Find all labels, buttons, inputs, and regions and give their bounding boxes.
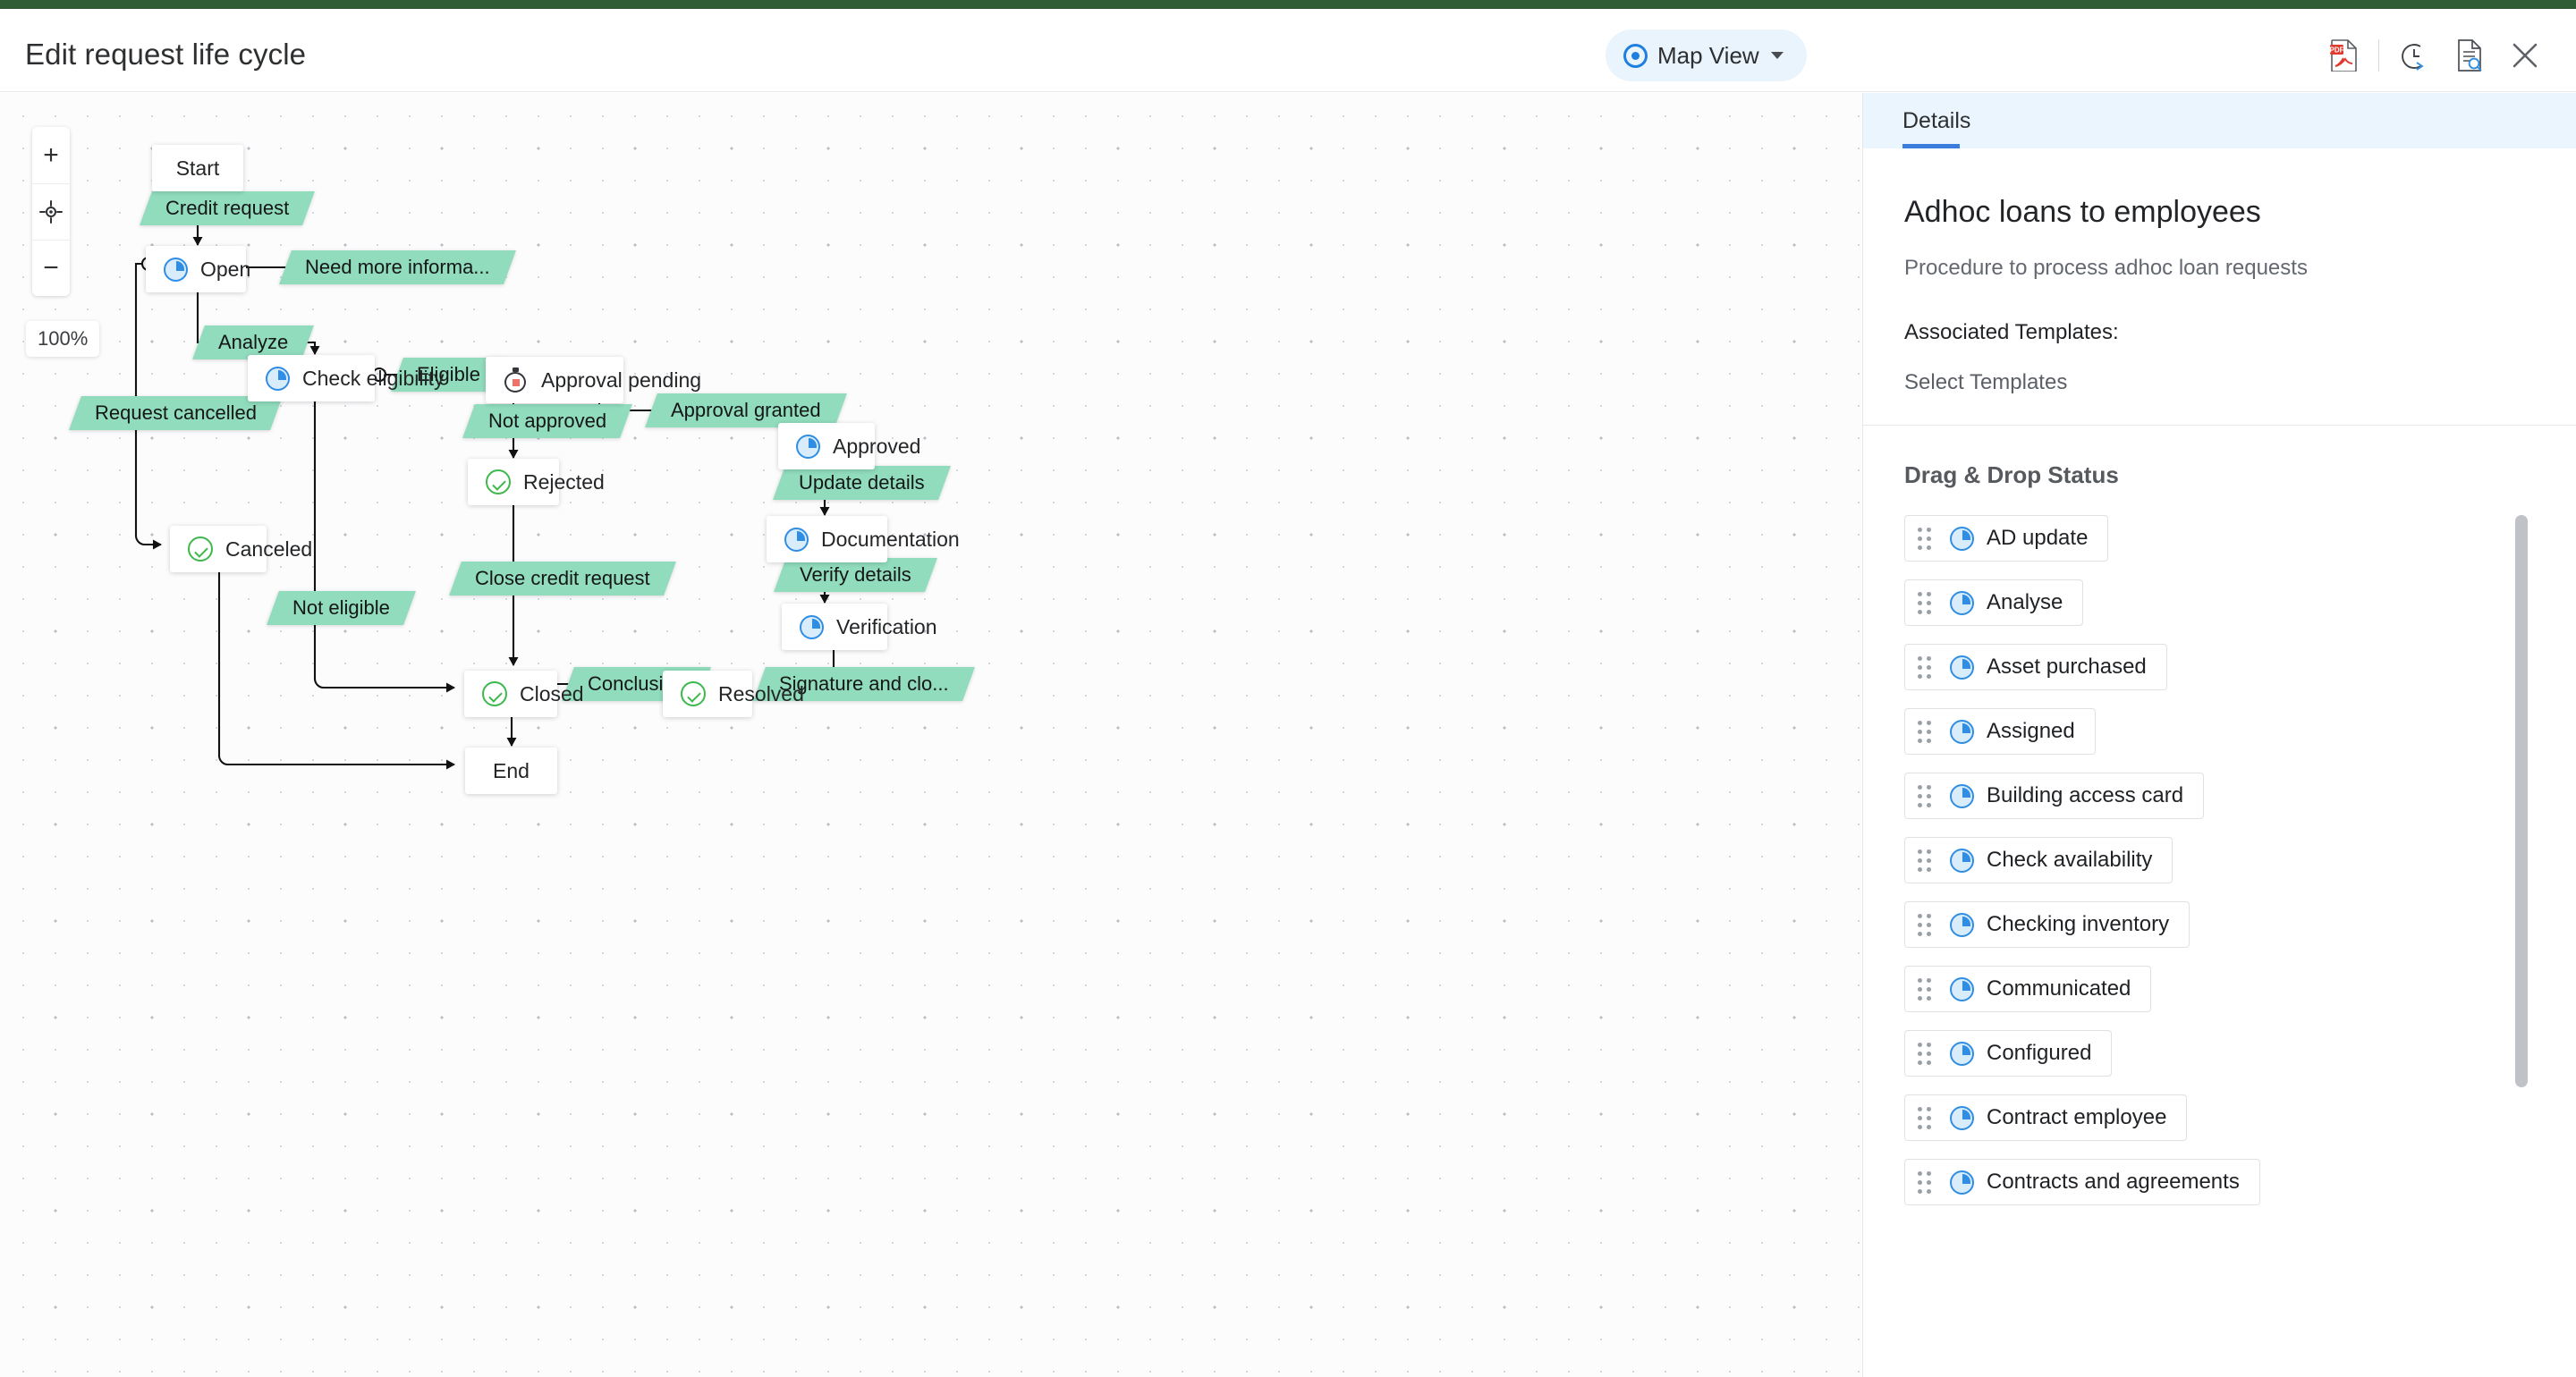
status-progress-icon xyxy=(1950,783,1974,808)
panel-subtitle: Procedure to process adhoc loan requests xyxy=(1904,256,2308,280)
panel-divider xyxy=(1863,425,2576,426)
panel-body: Adhoc loans to employees Procedure to pr… xyxy=(1863,195,2576,1223)
list-item[interactable]: Asset purchased xyxy=(1904,644,2167,690)
drag-handle-icon[interactable] xyxy=(1918,1043,1932,1065)
list-item[interactable]: Check availability xyxy=(1904,837,2174,883)
tab-active-indicator xyxy=(1902,144,1960,148)
connector-lines xyxy=(134,171,842,770)
page-title: Edit request life cycle xyxy=(25,38,307,71)
status-done-icon xyxy=(482,681,507,706)
drag-handle-icon[interactable] xyxy=(1918,528,1932,550)
panel-title: Adhoc loans to employees xyxy=(1904,195,2261,229)
brand-top-bar xyxy=(0,0,2576,9)
list-item[interactable]: Building access card xyxy=(1904,773,2205,819)
status-progress-icon xyxy=(1950,719,1974,744)
transition-need-more-information[interactable]: Need more informa... xyxy=(279,250,516,284)
transition-close-credit-request[interactable]: Close credit request xyxy=(449,562,676,596)
drag-handle-icon[interactable] xyxy=(1918,978,1932,1001)
header-actions: PDF xyxy=(2316,30,2553,80)
status-done-icon xyxy=(188,536,213,562)
status-progress-icon xyxy=(1950,655,1974,680)
pdf-export-icon[interactable]: PDF xyxy=(2316,30,2371,80)
status-progress-icon xyxy=(784,527,809,552)
node-verification[interactable]: Verification xyxy=(782,604,937,650)
drag-handle-icon[interactable] xyxy=(1918,849,1932,872)
list-item[interactable]: Analyse xyxy=(1904,579,2084,626)
zoom-level-label: 100% xyxy=(26,321,100,357)
node-start[interactable]: Start xyxy=(152,145,243,191)
drag-handle-icon[interactable] xyxy=(1918,656,1932,679)
drag-handle-icon[interactable] xyxy=(1918,592,1932,614)
eye-target-icon xyxy=(1623,43,1648,68)
close-icon[interactable] xyxy=(2497,30,2553,80)
timer-icon xyxy=(504,367,529,393)
status-done-icon xyxy=(681,681,706,706)
transition-update-details[interactable]: Update details xyxy=(773,466,951,500)
node-closed[interactable]: Closed xyxy=(464,671,584,717)
transition-credit-request[interactable]: Credit request xyxy=(140,191,316,225)
status-list-scrollbar[interactable] xyxy=(2515,515,2528,1087)
svg-text:PDF: PDF xyxy=(2330,46,2344,55)
header-divider xyxy=(2378,39,2379,72)
list-item[interactable]: Communicated xyxy=(1904,966,2152,1012)
status-progress-icon xyxy=(1950,590,1974,615)
panel-tabbar: Details xyxy=(1863,93,2576,148)
transition-verify-details[interactable]: Verify details xyxy=(774,558,937,592)
drag-handle-icon[interactable] xyxy=(1918,785,1932,807)
select-templates-field[interactable]: Select Templates xyxy=(1904,370,2068,394)
drag-handle-icon[interactable] xyxy=(1918,721,1932,743)
node-check-eligibility[interactable]: Check eligibility xyxy=(248,355,445,401)
status-progress-icon xyxy=(1950,1105,1974,1130)
node-end[interactable]: End xyxy=(465,748,557,794)
list-item[interactable]: Contract employee xyxy=(1904,1094,2188,1141)
status-progress-icon xyxy=(796,434,820,459)
drag-handle-icon[interactable] xyxy=(1918,1171,1932,1194)
zoom-in-button[interactable]: + xyxy=(43,139,59,170)
associated-templates-label: Associated Templates: xyxy=(1904,320,2119,344)
zoom-controls: + − xyxy=(32,127,70,296)
status-progress-icon xyxy=(266,366,290,391)
status-progress-icon xyxy=(1950,912,1974,937)
list-item[interactable]: AD update xyxy=(1904,515,2109,562)
zoom-out-button[interactable]: − xyxy=(32,240,70,296)
page-header: Edit request life cycle Map View PDF xyxy=(0,9,2576,92)
list-item[interactable]: Assigned xyxy=(1904,708,2096,755)
status-progress-icon xyxy=(1950,1170,1974,1195)
status-progress-icon xyxy=(1950,526,1974,551)
map-view-dropdown[interactable]: Map View xyxy=(1606,30,1807,81)
status-progress-icon xyxy=(164,257,188,282)
transition-not-eligible[interactable]: Not eligible xyxy=(267,591,416,625)
node-documentation[interactable]: Documentation xyxy=(767,516,960,562)
node-canceled[interactable]: Canceled xyxy=(170,526,312,572)
node-approved[interactable]: Approved xyxy=(778,423,920,469)
tab-details[interactable]: Details xyxy=(1902,107,1971,133)
transition-not-approved[interactable]: Not approved xyxy=(462,404,633,438)
node-approval-pending[interactable]: Approval pending xyxy=(486,357,701,403)
drag-drop-status-title: Drag & Drop Status xyxy=(1904,461,2119,488)
lifecycle-canvas[interactable]: + − 100% xyxy=(0,93,1861,1377)
status-list: AD update Analyse Asset purchased Assign… xyxy=(1904,515,2535,1223)
list-item[interactable]: Checking inventory xyxy=(1904,901,2190,948)
status-progress-icon xyxy=(1950,976,1974,1001)
document-search-icon[interactable] xyxy=(2442,30,2497,80)
history-clock-icon[interactable] xyxy=(2386,30,2442,80)
drag-handle-icon[interactable] xyxy=(1918,914,1932,936)
node-rejected[interactable]: Rejected xyxy=(468,459,605,505)
drag-handle-icon[interactable] xyxy=(1918,1107,1932,1129)
chevron-down-icon xyxy=(1770,52,1784,59)
status-progress-icon xyxy=(800,614,824,639)
recenter-icon[interactable] xyxy=(32,183,70,240)
status-done-icon xyxy=(486,469,511,494)
status-progress-icon xyxy=(1950,848,1974,873)
status-progress-icon xyxy=(1950,1041,1974,1066)
details-panel: Details Adhoc loans to employees Procedu… xyxy=(1862,93,2576,1377)
node-resolved[interactable]: Resolved xyxy=(663,671,804,717)
list-item[interactable]: Contracts and agreements xyxy=(1904,1159,2260,1205)
map-view-label: Map View xyxy=(1657,41,1759,69)
list-item[interactable]: Configured xyxy=(1904,1030,2113,1077)
node-open[interactable]: Open xyxy=(146,246,250,292)
